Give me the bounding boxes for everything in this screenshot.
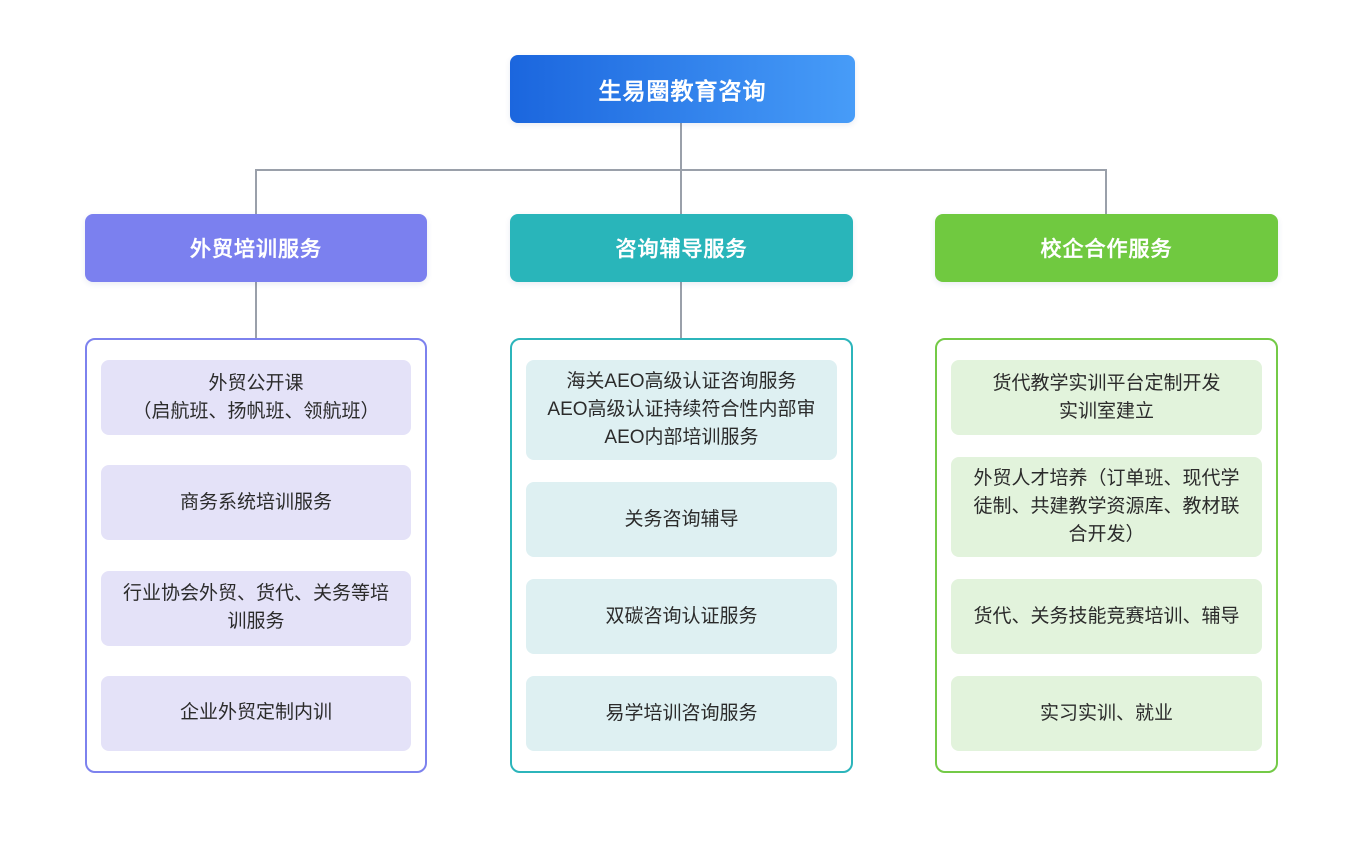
branch-panel-consulting-coaching: 海关AEO高级认证咨询服务 AEO高级认证持续符合性内部审 AEO内部培训服务 … (510, 338, 853, 773)
branch-panel-school-enterprise-cooperation: 货代教学实训平台定制开发 实训室建立 外贸人才培养（订单班、现代学 徒制、共建教… (935, 338, 1278, 773)
root-node: 生易圈教育咨询 (510, 55, 855, 123)
list-item: 外贸人才培养（订单班、现代学 徒制、共建教学资源库、教材联 合开发） (951, 457, 1262, 557)
connector-drop-branch-2 (680, 169, 682, 215)
list-item: 外贸公开课 （启航班、扬帆班、领航班） (101, 360, 411, 435)
list-item: 实习实训、就业 (951, 676, 1262, 751)
branch-panel-foreign-trade-training: 外贸公开课 （启航班、扬帆班、领航班） 商务系统培训服务 行业协会外贸、货代、关… (85, 338, 427, 773)
connector-stem-branch-2 (680, 282, 682, 338)
branch-header-school-enterprise-cooperation: 校企合作服务 (935, 214, 1278, 282)
branch-header-consulting-coaching: 咨询辅导服务 (510, 214, 853, 282)
branch-header-foreign-trade-training: 外贸培训服务 (85, 214, 427, 282)
list-item: 易学培训咨询服务 (526, 676, 837, 751)
list-item: 关务咨询辅导 (526, 482, 837, 557)
list-item: 货代、关务技能竞赛培训、辅导 (951, 579, 1262, 654)
connector-root-stem (680, 122, 682, 170)
list-item: 企业外贸定制内训 (101, 675, 411, 751)
list-item: 双碳咨询认证服务 (526, 579, 837, 654)
list-item: 货代教学实训平台定制开发 实训室建立 (951, 360, 1262, 435)
list-item: 行业协会外贸、货代、关务等培 训服务 (101, 570, 411, 646)
list-item: 海关AEO高级认证咨询服务 AEO高级认证持续符合性内部审 AEO内部培训服务 (526, 360, 837, 460)
connector-drop-branch-3 (1105, 169, 1107, 215)
connector-stem-branch-1 (255, 282, 257, 338)
list-item: 商务系统培训服务 (101, 465, 411, 541)
connector-drop-branch-1 (255, 169, 257, 215)
